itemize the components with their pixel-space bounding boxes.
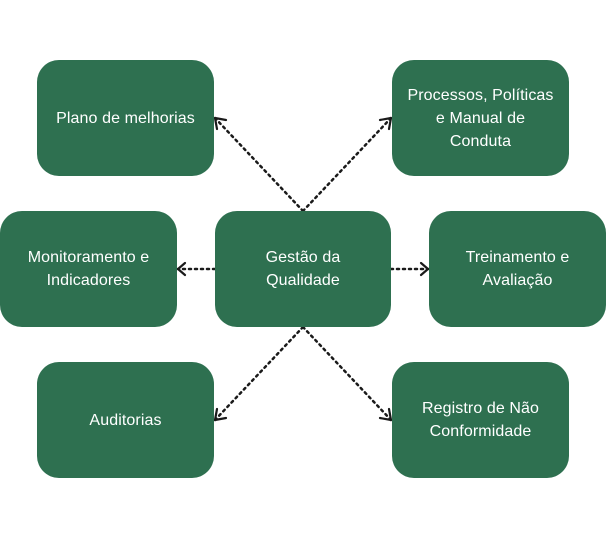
node-treinamento-label: Treinamento e Avaliação — [465, 249, 570, 289]
connector-to-plano — [213, 116, 305, 213]
node-monitoramento-label: Monitoramento e Indicadores — [27, 249, 150, 289]
arrowhead-monitoramento — [176, 261, 187, 277]
node-plano-label: Plano de melhorias — [56, 109, 195, 127]
node-processos-label: Processos, Políticas e Manual de Conduta — [407, 86, 554, 150]
connector-to-registro — [301, 325, 393, 422]
node-registro-nao-conformidade: Registro de Não Conformidade — [392, 362, 569, 478]
node-auditorias-label: Auditorias — [89, 411, 162, 429]
node-monitoramento: Monitoramento e Indicadores — [0, 211, 177, 327]
node-treinamento: Treinamento e Avaliação — [429, 211, 606, 327]
node-registro-label: Registro de Não Conformidade — [421, 400, 540, 440]
arrowhead-registro — [378, 407, 393, 422]
connector-to-processos — [301, 116, 393, 213]
node-gestao-da-qualidade: Gestão da Qualidade — [215, 211, 391, 327]
arrowhead-treinamento — [419, 261, 430, 277]
arrowhead-plano — [213, 116, 228, 131]
node-processos-politicas: Processos, Políticas e Manual de Conduta — [392, 60, 569, 176]
node-plano-de-melhorias: Plano de melhorias — [37, 60, 214, 176]
node-center-label: Gestão da Qualidade — [265, 249, 341, 289]
connector-to-auditorias — [213, 325, 305, 422]
node-auditorias: Auditorias — [37, 362, 214, 478]
arrowhead-processos — [378, 116, 393, 131]
arrowhead-auditorias — [213, 407, 228, 422]
